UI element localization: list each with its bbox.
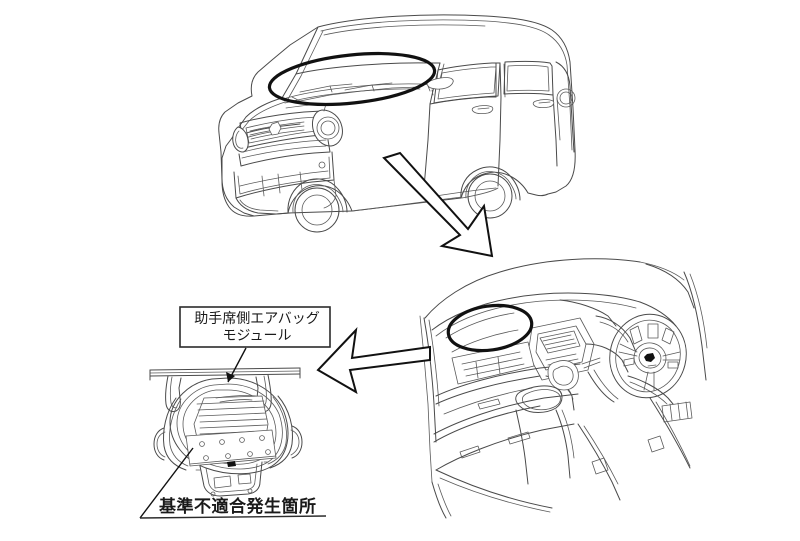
vehicle-exterior-view [218,14,576,233]
defect-underline [139,515,327,519]
vehicle-highlight-ellipse [267,52,437,106]
defect-location-label: 基準不適合発生箇所 [159,497,317,517]
callout-label-line-1: 助手席側エアバッグ [194,311,320,327]
callout-leader-arrowhead [226,372,235,382]
arrow-dashboard-to-module [316,327,431,395]
callout-label-line-2: モジュール [222,328,292,344]
module-callout [179,306,331,383]
airbag-module-callout-label: 助手席側エアバッグ モジュール [186,311,328,345]
steering-wheel-rim [609,313,687,399]
callout-box-frame [179,306,331,348]
dashboard-interior-view [419,258,708,519]
airbag-module-detail-view [149,367,303,497]
defect-leader-line [139,447,194,519]
defect-callout [139,447,327,519]
arrow-vehicle-to-dashboard [382,151,494,258]
dashboard-highlight-ellipse [446,303,534,353]
